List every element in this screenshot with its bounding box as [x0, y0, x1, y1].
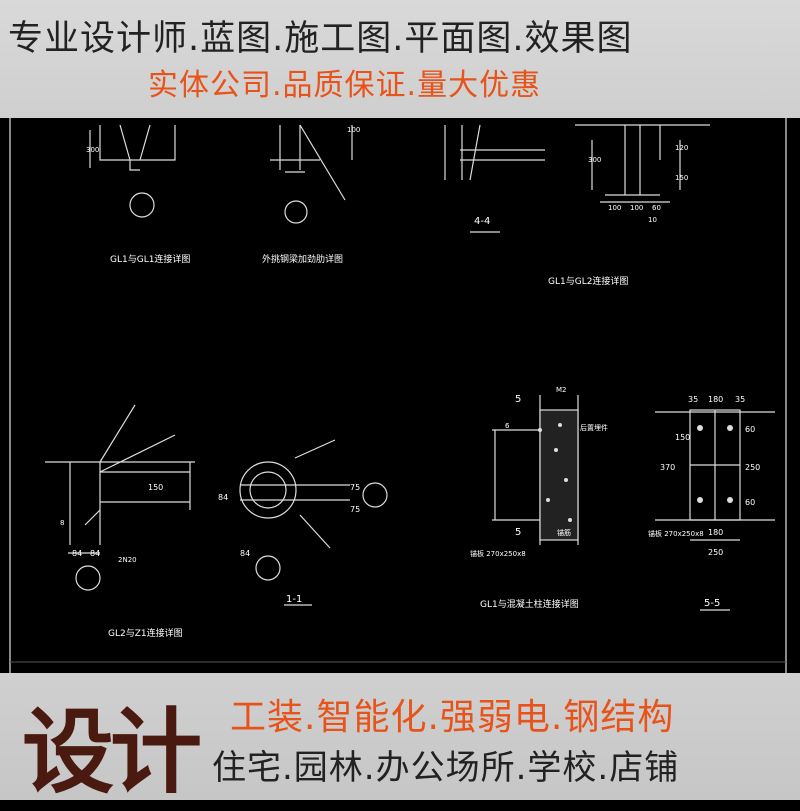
dim-label: 10 — [648, 216, 657, 224]
dim-label: 锚筋 — [557, 528, 571, 537]
dim-label: 75 — [350, 505, 360, 514]
dim-label: M2 — [556, 386, 567, 394]
caption-section-4-4: 4-4 — [474, 216, 490, 227]
caption-gl1-gl2: GL1与GL2连接详图 — [548, 275, 628, 287]
dim-label: 6 — [505, 422, 510, 430]
big-word: 设计 — [22, 699, 202, 806]
dim-label: 60 — [652, 204, 661, 212]
dim-label: 35 — [688, 395, 698, 404]
dim-label: 100 — [608, 204, 621, 212]
top-banner — [0, 0, 800, 118]
dim-label: 84 — [218, 493, 228, 502]
dim-label: 180 — [708, 395, 723, 404]
dim-label: 84 — [90, 549, 100, 558]
dim-label: 60 — [745, 498, 755, 507]
caption-gl2-gz1: GL2与Z1连接详图 — [108, 627, 183, 639]
dim-label: 250 — [708, 548, 723, 557]
dim-label: 35 — [735, 395, 745, 404]
dim-label: 5 — [515, 527, 521, 538]
subline-text: 实体公司.品质保证.量大优惠 — [148, 68, 542, 103]
dim-label: 250 — [745, 463, 760, 472]
dim-label: 300 — [86, 146, 99, 154]
caption-outrigger: 外挑钢梁加劲肋详图 — [262, 253, 343, 265]
dim-label: 后置埋件 — [580, 423, 608, 432]
dim-label: 370 — [660, 463, 675, 472]
cad-drawing: GL1与GL1连接详图 外挑钢梁加劲肋详图 4-4 GL1与GL2连接详图 GL… — [0, 118, 800, 673]
dim-label: 8 — [60, 519, 64, 527]
caption-gl1-column: GL1与混凝土柱连接详图 — [480, 598, 579, 610]
dim-label: 150 — [148, 483, 163, 492]
dim-label: 150 — [675, 174, 688, 182]
dim-label: 60 — [745, 425, 755, 434]
places-text: 住宅.园林.办公场所.学校.店铺 — [212, 748, 680, 788]
caption-gl1-gl1: GL1与GL1连接详图 — [110, 253, 190, 265]
caption-section-1-1: 1-1 — [286, 594, 302, 605]
dim-label: 84 — [240, 549, 250, 558]
dim-label: 锚板 270x250x8 — [648, 529, 704, 538]
dim-label: 300 — [588, 156, 601, 164]
dim-label: 100 — [347, 126, 360, 134]
dim-label: 75 — [350, 483, 360, 492]
dim-label: 84 — [72, 549, 82, 558]
dim-label: 2N20 — [118, 556, 137, 564]
dim-label: 180 — [708, 528, 723, 537]
dim-label: 150 — [675, 433, 690, 442]
caption-section-5-5: 5-5 — [704, 598, 720, 609]
dim-label: 100 — [630, 204, 643, 212]
dim-label: 120 — [675, 144, 688, 152]
dim-label: 锚板 270x250x8 — [470, 549, 526, 558]
bottom-banner — [0, 673, 800, 800]
services-text: 工装.智能化.强弱电.钢结构 — [230, 697, 675, 738]
headline-text: 专业设计师.蓝图.施工图.平面图.效果图 — [8, 19, 633, 59]
dim-label: 5 — [515, 394, 521, 405]
